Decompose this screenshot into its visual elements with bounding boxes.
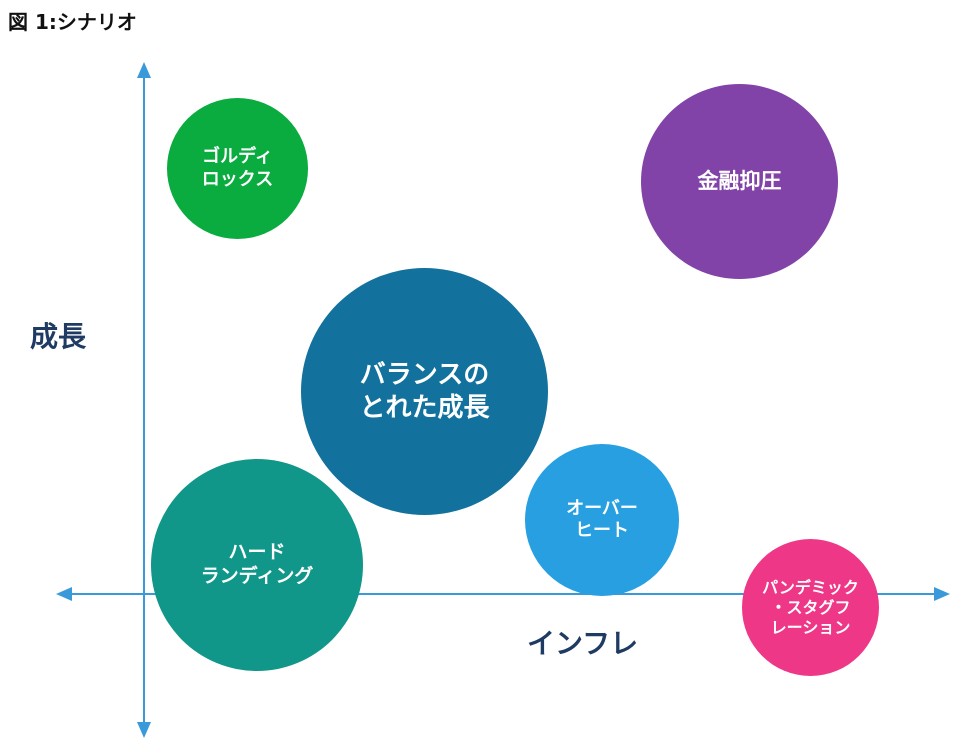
x-axis-arrow-right	[934, 587, 950, 601]
bubble-label-line: バランスの	[359, 360, 490, 390]
y-axis-arrow-up	[137, 62, 151, 78]
bubble-goldilocks: ゴルディ ロックス	[167, 98, 308, 239]
bubble-label-line: オーバー	[566, 497, 638, 519]
bubble-pandemic-stagflation: パンデミック ・スタグフ レーション	[742, 539, 879, 676]
bubble-label-line: ハード	[228, 541, 286, 564]
bubble-label-line: ランディング	[200, 565, 314, 587]
bubble-balanced-growth: バランスの とれた成長	[301, 268, 548, 515]
y-axis-label: 成長	[30, 320, 87, 353]
bubble-label-line: ゴルディ	[202, 146, 273, 167]
x-axis-label: インフレ	[527, 627, 639, 660]
y-axis-arrow-down	[137, 722, 151, 738]
bubble-overheat: オーバー ヒート	[525, 444, 679, 596]
bubble-financial-repression: 金融抑圧	[641, 84, 838, 279]
bubble-label-line: とれた成長	[359, 392, 490, 423]
bubble-label-line: ・スタグフ	[770, 597, 851, 617]
bubble-label-line: ロックス	[201, 168, 274, 190]
bubble-label-line: 金融抑圧	[697, 169, 782, 194]
x-axis-arrow-left	[56, 587, 72, 601]
figure-title: 図 1:シナリオ	[8, 10, 137, 34]
bubble-label-line: ヒート	[575, 520, 629, 541]
bubble-label-line: パンデミック	[762, 577, 859, 597]
bubble-label-line: レーション	[770, 617, 851, 637]
bubble-hard-landing: ハード ランディング	[151, 459, 363, 671]
